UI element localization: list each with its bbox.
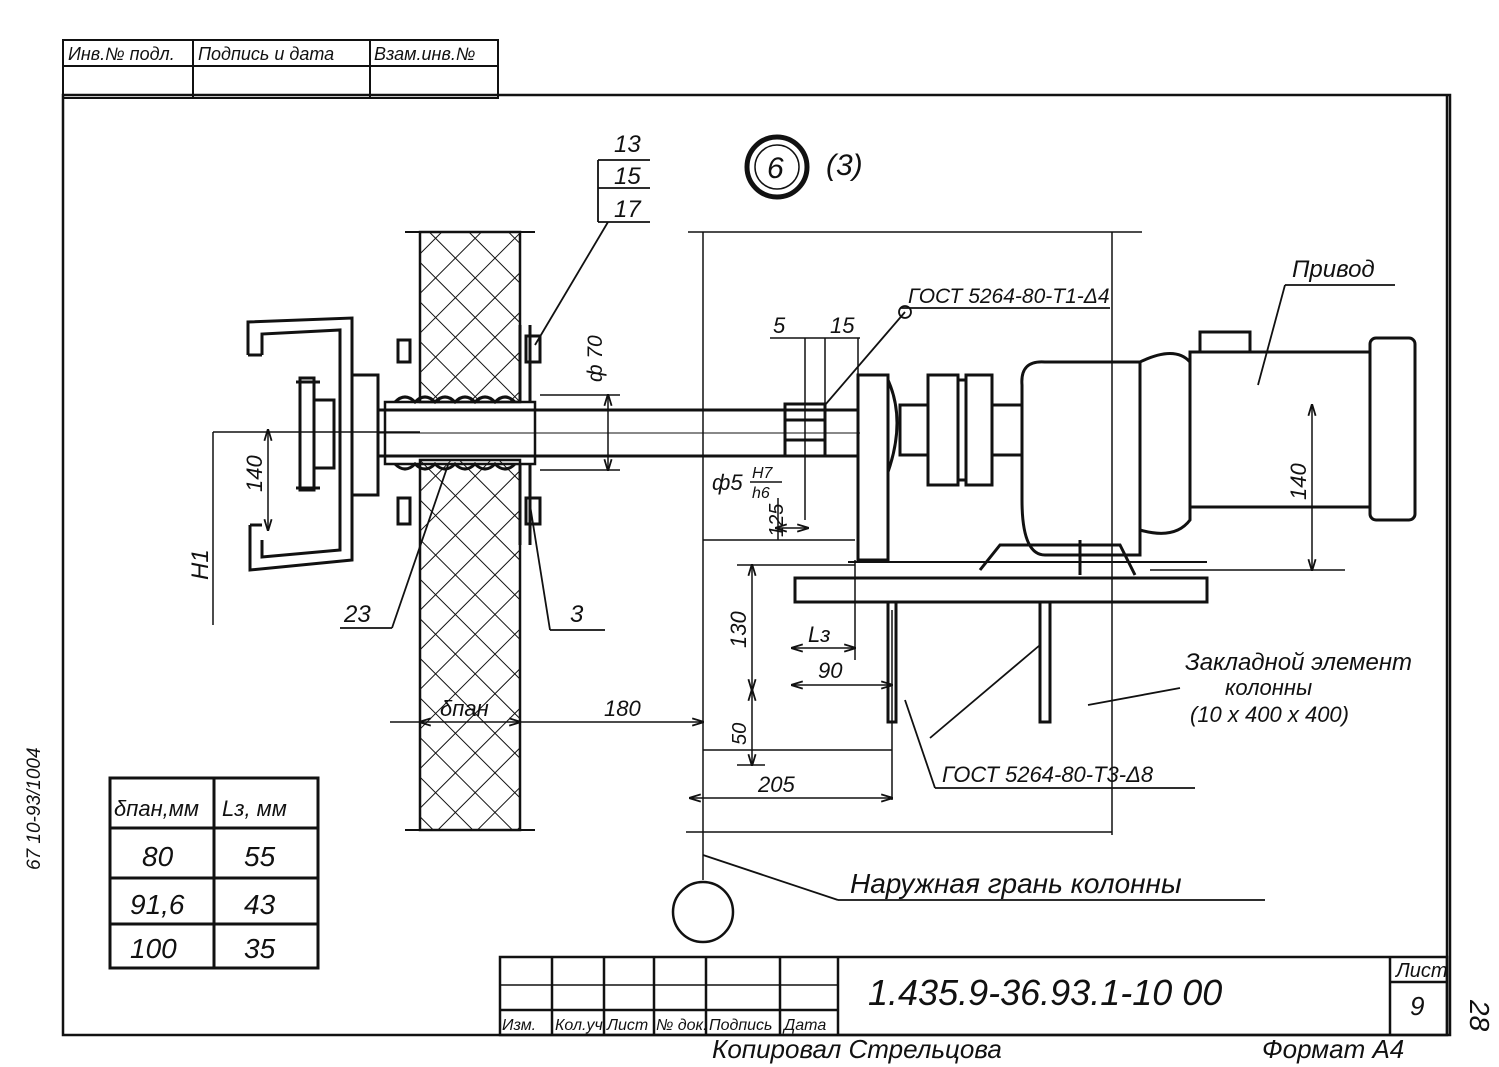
dim-b-pan: δпан xyxy=(440,696,489,721)
dim-205: 205 xyxy=(757,772,795,797)
title-sheet-label: Лист xyxy=(1394,960,1448,982)
title-block: Изм. Кол.уч Лист № док. Подпись Дата 1.4… xyxy=(498,955,1495,1064)
callout-pos-3: 3 xyxy=(570,601,584,628)
dim-140-left: 140 xyxy=(242,455,267,492)
spec-row2-b: 91,6 xyxy=(130,889,185,920)
view-mark-number: 6 xyxy=(767,152,784,185)
wall-panel xyxy=(393,230,535,832)
dim-180: 180 xyxy=(604,696,641,721)
title-col-date: Дата xyxy=(782,1017,826,1034)
spec-row1-b: 80 xyxy=(142,841,174,872)
dim-5: 5 xyxy=(773,313,786,338)
stamp-col1-label: Инв.№ подл. xyxy=(68,44,175,64)
callout-weld-bottom: ГОСТ 5264-80-Т3-Δ8 xyxy=(942,762,1154,787)
leader-lines xyxy=(340,159,1395,901)
dim-50: 50 xyxy=(729,723,751,745)
dim-h1: H1 xyxy=(187,549,214,580)
title-col-izm: Изм. xyxy=(502,1017,536,1034)
callout-texts: 13 15 17 23 3 ГОСТ 5264-80-Т1-Δ4 Привод … xyxy=(343,131,1412,899)
spec-row3-l: 35 xyxy=(244,933,276,964)
spec-header-lz: Lз, мм xyxy=(222,796,287,821)
title-format: Формат А4 xyxy=(1262,1034,1404,1064)
title-col-sign: Подпись xyxy=(709,1017,772,1034)
dimension-lines xyxy=(212,231,1345,880)
stamp-col2-label: Подпись и дата xyxy=(198,44,334,64)
channel-profile xyxy=(246,316,380,572)
title-col-list: Лист xyxy=(606,1017,648,1034)
view-mark-ref: (3) xyxy=(826,149,863,182)
title-designation: 1.435.9-36.93.1-10 00 xyxy=(868,972,1222,1013)
dim-15: 15 xyxy=(830,313,855,338)
dim-125: 125 xyxy=(766,503,788,537)
title-col-kol: Кол.уч xyxy=(555,1017,603,1034)
view-mark: 6 (3) xyxy=(744,134,863,200)
callout-pos-17: 17 xyxy=(614,196,642,223)
stamp-col3-label: Взам.инв.№ xyxy=(374,44,475,64)
spec-row1-l: 55 xyxy=(244,841,276,872)
dim-140-right: 140 xyxy=(1286,463,1311,500)
callout-embedded-line3: (10 х 400 х 400) xyxy=(1190,702,1349,727)
callout-column-face: Наружная грань колонны xyxy=(850,868,1182,899)
embedded-plate xyxy=(793,561,1209,724)
callout-pos-13: 13 xyxy=(614,131,641,158)
dimension-texts: ф 70 5 15 ф5 H7 h6 125 140 H1 140 130 Lз… xyxy=(187,313,1311,797)
dim-phi5: ф5 xyxy=(712,470,743,495)
dim-lz: Lз xyxy=(808,622,830,647)
spec-table: δпан,мм Lз, мм 80 55 91,6 43 100 35 xyxy=(108,776,320,970)
column-axis-marker xyxy=(671,880,735,944)
callout-embedded-line2: колонны xyxy=(1225,675,1312,700)
dim-fit-upper: H7 xyxy=(752,465,774,482)
top-stamp: Инв.№ подл. Подпись и дата Взам.инв.№ xyxy=(62,39,499,99)
callout-pos-23: 23 xyxy=(343,601,371,628)
spec-row2-l: 43 xyxy=(244,889,276,920)
dim-90: 90 xyxy=(818,658,843,683)
dim-130: 130 xyxy=(726,611,751,648)
drive-assembly xyxy=(856,330,1417,576)
spec-header-b-pan: δпан,мм xyxy=(114,796,199,821)
dim-phi70: ф 70 xyxy=(584,335,607,382)
side-stamp: 67 10-93/1004 xyxy=(24,747,45,870)
callout-drive: Привод xyxy=(1292,256,1375,283)
page-number: 28 xyxy=(1464,999,1495,1032)
spec-row3-b: 100 xyxy=(130,933,177,964)
title-sheet-number: 9 xyxy=(1410,991,1424,1021)
title-copied-by: Копировал Стрельцова xyxy=(712,1034,1002,1064)
callout-pos-15: 15 xyxy=(614,163,641,190)
callout-weld-top: ГОСТ 5264-80-Т1-Δ4 xyxy=(908,285,1110,308)
callout-embedded-line1: Закладной элемент xyxy=(1185,649,1412,676)
dim-fit-lower: h6 xyxy=(752,485,770,502)
title-col-doc: № док. xyxy=(656,1017,708,1034)
